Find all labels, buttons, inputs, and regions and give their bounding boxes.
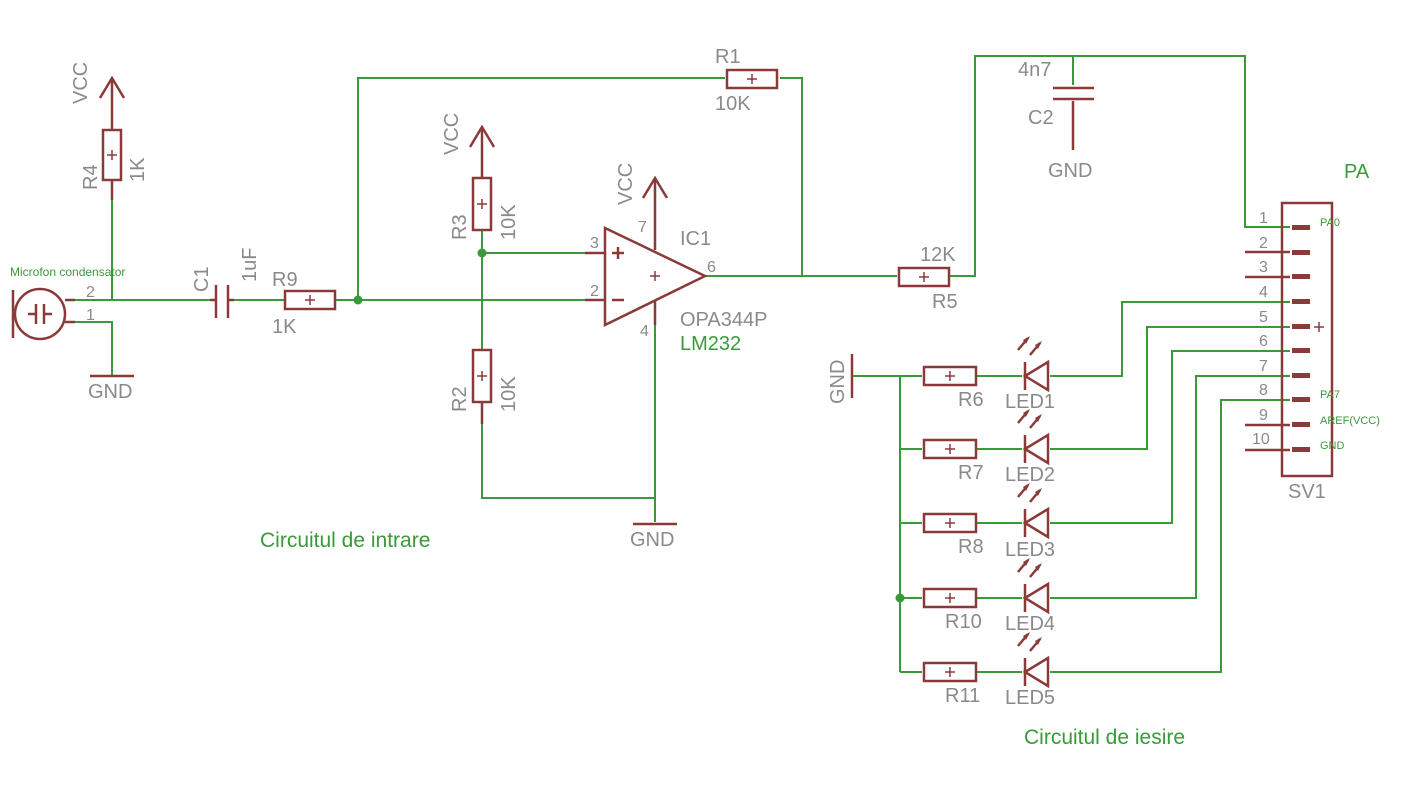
r1-name: R1 xyxy=(715,46,741,68)
led-3: LED3 xyxy=(1005,483,1055,561)
r2-value: 10K xyxy=(498,376,520,412)
led1-name: LED1 xyxy=(1005,391,1055,413)
resistor-r8: R8 xyxy=(922,512,984,558)
ic1-part: OPA344P xyxy=(680,309,767,331)
resistor-r5: 12K R5 xyxy=(897,244,958,313)
ic1-name: IC1 xyxy=(680,228,711,250)
vcc-label-r3: VCC xyxy=(441,113,463,155)
ic1-pin3: 3 xyxy=(590,235,599,252)
ic1-pin7: 7 xyxy=(638,219,647,236)
r11-name: R11 xyxy=(945,685,980,707)
gnd-label-ic1: GND xyxy=(630,529,674,551)
r5-name: R5 xyxy=(932,291,958,313)
sv1-pin-4: 4 xyxy=(1259,284,1268,301)
led2-name: LED2 xyxy=(1005,464,1055,486)
input-circuit-title: Circuitul de intrare xyxy=(260,529,430,552)
c1-value: 1uF xyxy=(239,248,261,282)
c2-value: 4n7 xyxy=(1018,59,1051,81)
led3-name: LED3 xyxy=(1005,539,1055,561)
led-1: LED1 xyxy=(1005,336,1055,413)
r7-name: R7 xyxy=(958,462,984,484)
capacitor-c1: C1 1uF xyxy=(191,248,261,318)
pa-label: PA xyxy=(1344,161,1370,183)
r9-name: R9 xyxy=(272,269,298,291)
resistor-r1: R1 10K xyxy=(715,46,779,115)
ic1-pin2: 2 xyxy=(590,283,599,300)
led4-name: LED4 xyxy=(1005,613,1055,635)
c1-name: C1 xyxy=(191,266,213,292)
sv1-pin-3: 3 xyxy=(1259,259,1268,276)
c2-name: C2 xyxy=(1028,107,1054,129)
resistor-r2: R2 10K xyxy=(449,348,520,424)
r3-value: 10K xyxy=(498,204,520,240)
resistor-r11: R11 xyxy=(922,661,980,707)
opamp-ic1: VCC 3 2 6 7 4 IC1 OPA344P LM232 xyxy=(585,163,767,355)
resistor-r9: R9 1K xyxy=(272,269,337,338)
r10-name: R10 xyxy=(945,611,982,633)
ic1-pin6: 6 xyxy=(707,259,716,276)
resistor-r6: R6 xyxy=(922,365,984,411)
resistor-r10: R10 xyxy=(922,587,982,633)
sv1-pin-1: 1 xyxy=(1259,210,1268,227)
r9-value: 1K xyxy=(272,316,297,338)
r2-name: R2 xyxy=(449,386,471,412)
output-circuit-title: Circuitul de iesire xyxy=(1024,726,1185,749)
header-sv1: 1 2 3 4 5 6 7 8 9 10 PA0 PA7 AREF(VCC) G… xyxy=(1245,161,1380,503)
sv1-pin-5: 5 xyxy=(1259,309,1268,326)
sv1-pa7-label: PA7 xyxy=(1320,389,1340,401)
sv1-pin-9: 9 xyxy=(1259,407,1268,424)
r6-name: R6 xyxy=(958,389,984,411)
sv1-gnd-label: GND xyxy=(1320,440,1345,452)
gnd-label-leds: GND xyxy=(827,360,849,404)
mic-pin1: 1 xyxy=(86,307,95,324)
gnd-symbol-mic: GND xyxy=(88,374,134,403)
resistor-r7: R7 xyxy=(922,438,984,484)
microphone: Microfon condensator 2 1 xyxy=(10,265,125,341)
vcc-label-r4: VCC xyxy=(70,62,92,104)
vcc-label-ic1: VCC xyxy=(615,163,637,205)
capacitor-c2: 4n7 C2 GND xyxy=(1018,59,1094,182)
sv1-pin-7: 7 xyxy=(1259,358,1268,375)
sv1-pa0-label: PA0 xyxy=(1320,217,1340,229)
sv1-pin-8: 8 xyxy=(1259,382,1268,399)
gnd-symbol-leds: GND xyxy=(827,354,854,404)
mic-pin2: 2 xyxy=(86,284,95,301)
r3-name: R3 xyxy=(449,214,471,240)
gnd-label-c2: GND xyxy=(1048,160,1092,182)
r5-value: 12K xyxy=(920,244,956,266)
resistor-r3: VCC R3 10K xyxy=(441,113,520,240)
sv1-pin-6: 6 xyxy=(1259,333,1268,350)
r1-value: 10K xyxy=(715,93,751,115)
mic-label: Microfon condensator xyxy=(10,265,125,279)
led-2: LED2 xyxy=(1005,409,1055,486)
led-5: LED5 xyxy=(1005,632,1055,709)
sv1-pin-10: 10 xyxy=(1252,431,1270,448)
sv1-pin-2: 2 xyxy=(1259,235,1268,252)
r4-value: 1K xyxy=(127,157,149,182)
resistor-r4: VCC R4 1K xyxy=(70,62,149,200)
led5-name: LED5 xyxy=(1005,687,1055,709)
wires xyxy=(68,55,1290,673)
sv1-aref-label: AREF(VCC) xyxy=(1320,415,1380,427)
r4-name: R4 xyxy=(80,164,102,190)
led-4: LED4 xyxy=(1005,558,1055,635)
ic1-pin4: 4 xyxy=(640,323,649,340)
r8-name: R8 xyxy=(958,536,984,558)
gnd-symbol-ic1: GND xyxy=(630,522,677,551)
sv1-name: SV1 xyxy=(1288,481,1326,503)
gnd-label-mic: GND xyxy=(88,381,132,403)
ic1-alt-part: LM232 xyxy=(680,333,741,355)
